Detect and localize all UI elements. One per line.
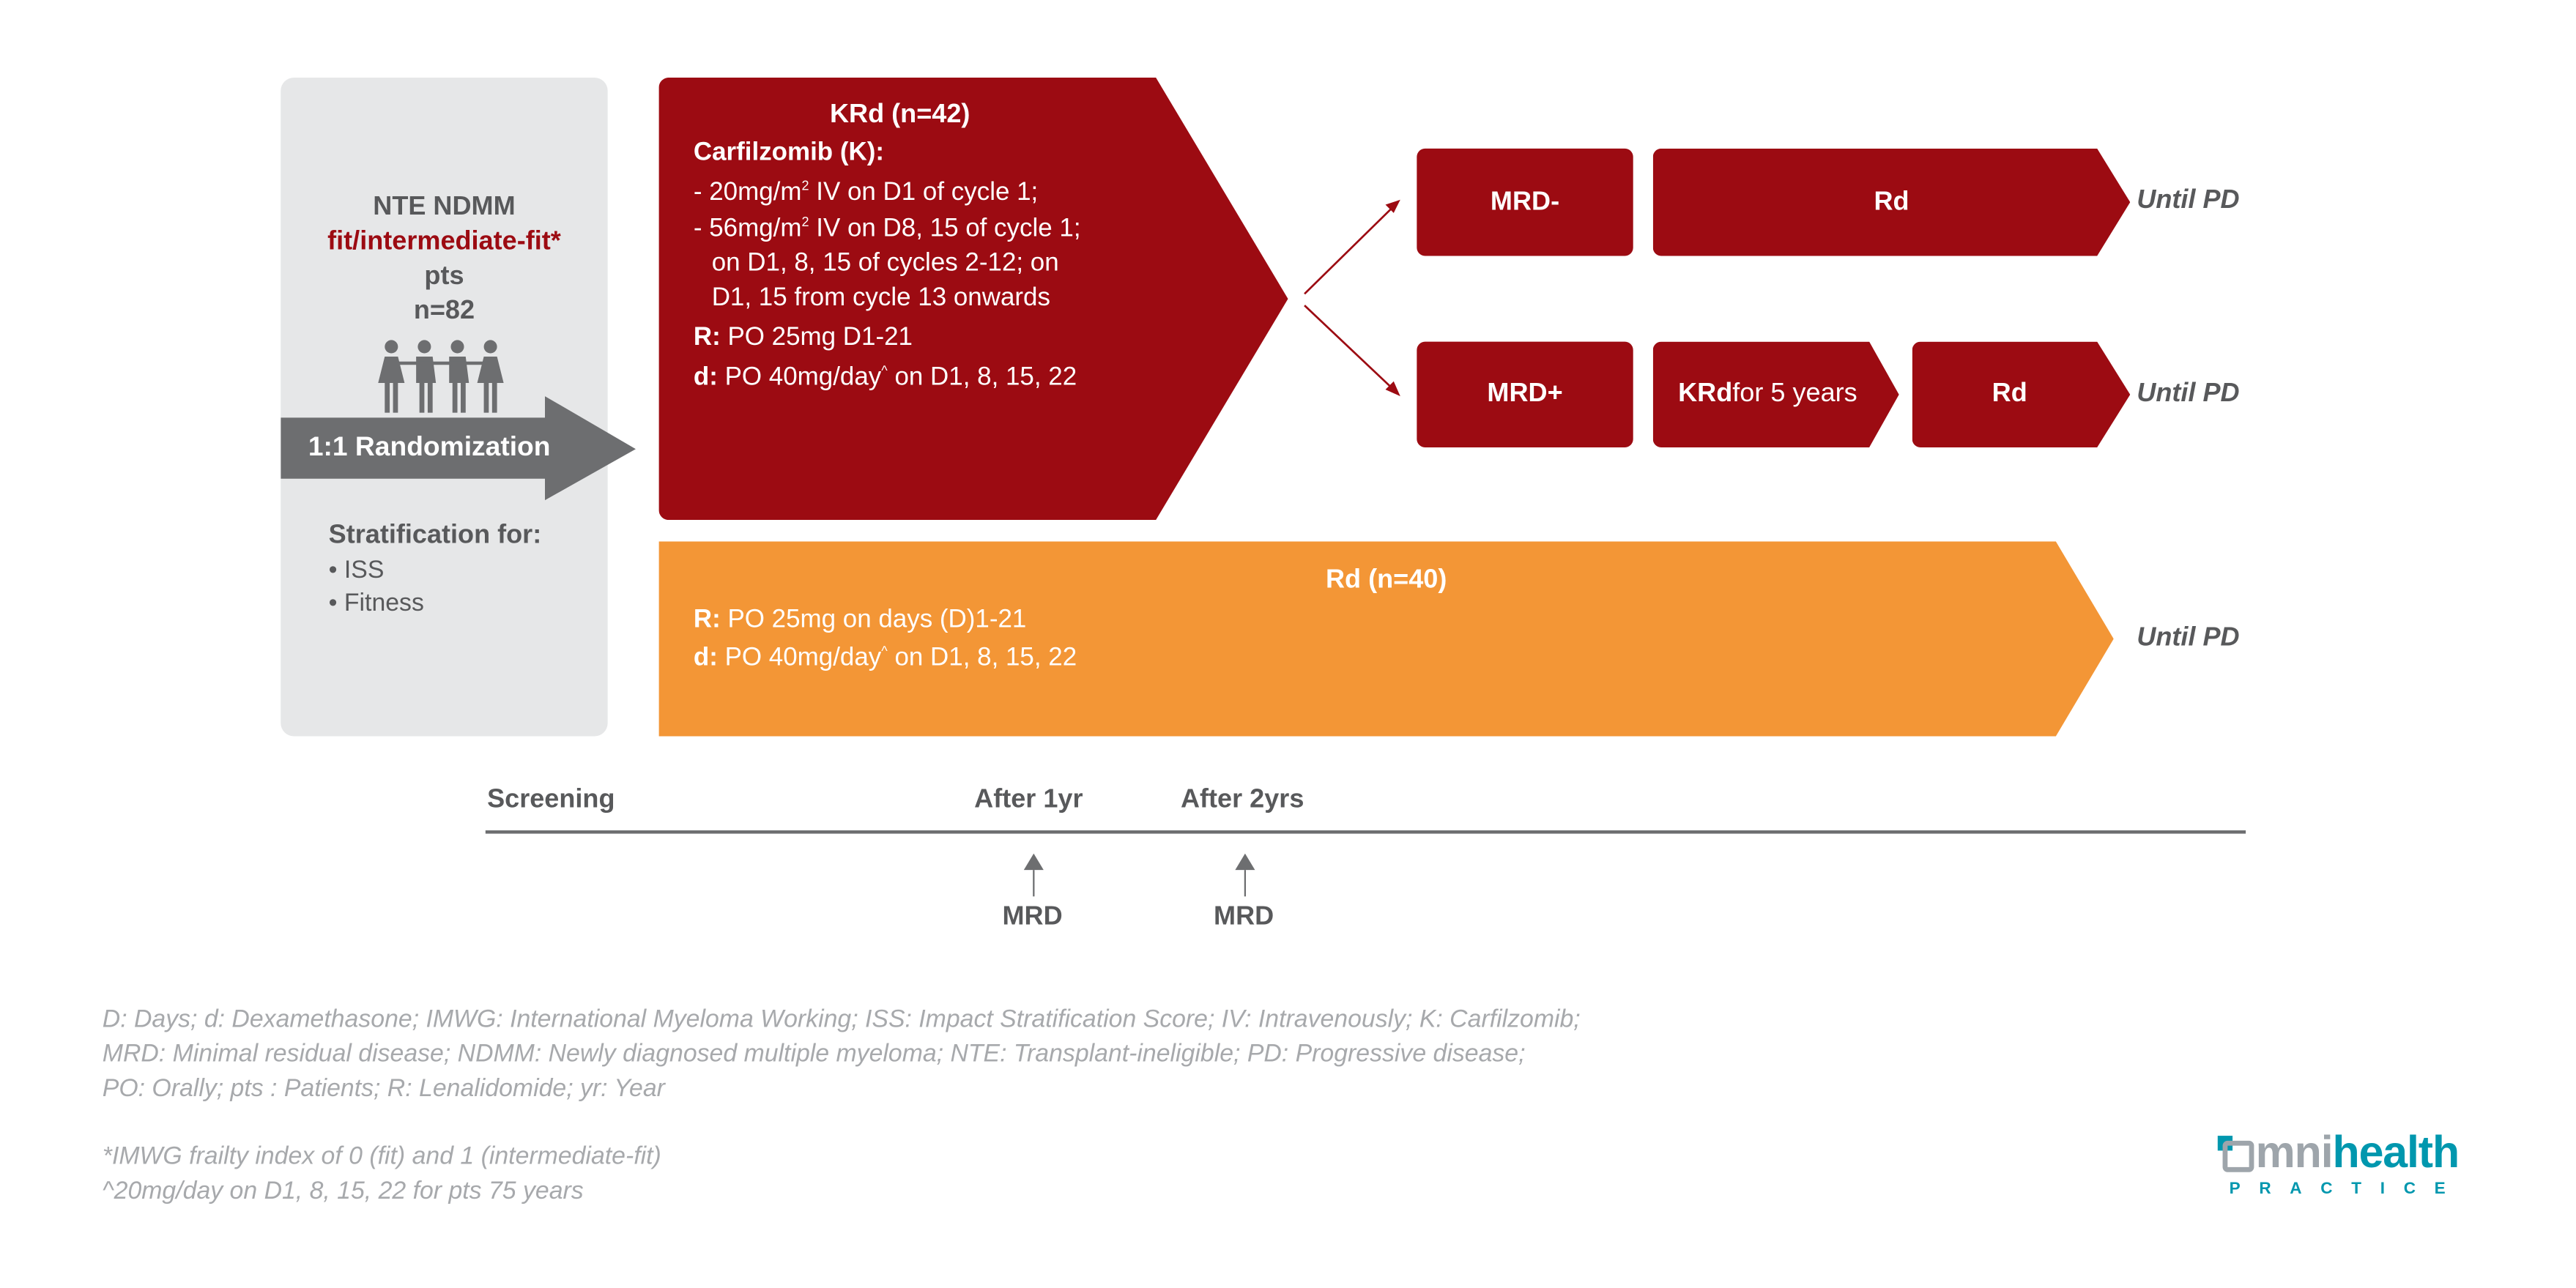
rd-arm-shape (658, 541, 2114, 737)
mrd-branch-arrows (1304, 199, 1400, 397)
stratification-item: • ISS (328, 556, 385, 585)
k-dose-line2: - 56mg/m2 IV on D8, 15 of cycle 1; (693, 215, 1081, 243)
stratification-item: • Fitness (328, 589, 424, 618)
mrd-positive-rd: Rd (1912, 341, 2131, 447)
footnote-abbrev-3: PO: Orally; pts : Patients; R: Lenalidom… (102, 1074, 665, 1103)
timeline-axis (485, 830, 2246, 834)
mrd-timepoint-2: MRD (1214, 903, 1274, 931)
krd-title: KRd (n=42) (829, 100, 970, 129)
mrd-positive-krd: KRd for 5 years (1652, 341, 1899, 447)
footnote-dexamethasone: ^20mg/day on D1, 8, 15, 22 for pts 75 ye… (102, 1177, 584, 1205)
timeline-after-1yr: After 1yr (974, 786, 1083, 814)
mrd-timepoint-1: MRD (1002, 903, 1063, 931)
mrd-positive-box: MRD+ (1417, 341, 1633, 447)
population-line1: NTE NDMM (373, 193, 516, 222)
footnote-abbrev-2: MRD: Minimal residual disease; NDMM: New… (102, 1040, 1526, 1068)
mrd-marker-icon (1023, 853, 1044, 897)
rd-title: Rd (n=40) (1325, 566, 1447, 595)
population-n: n=82 (413, 297, 475, 326)
krd-arm-shape (658, 77, 1288, 521)
k-dose-line1: - 20mg/m2 IV on D1 of cycle 1; (693, 178, 1039, 206)
until-pd-1: Until PD (2137, 186, 2240, 215)
mrd-negative-rd: Rd (1652, 148, 2131, 256)
stratification-title: Stratification for: (328, 521, 542, 550)
until-pd-3: Until PD (2137, 624, 2240, 652)
mrd-negative-box: MRD- (1417, 148, 1633, 256)
footnote-frailty: *IMWG frailty index of 0 (fit) and 1 (in… (102, 1142, 661, 1171)
krd-d-dose: d: PO 40mg/day^ on D1, 8, 15, 22 (693, 362, 1077, 392)
randomization-arrow (281, 396, 636, 501)
until-pd-2: Until PD (2137, 379, 2240, 408)
randomization-label: 1:1 Randomization (308, 432, 551, 463)
footnote-abbrev-1: D: Days; d: Dexamethasone; IMWG: Interna… (102, 1005, 1581, 1034)
k-dose-line4: D1, 15 from cycle 13 onwards (711, 283, 1050, 313)
timeline-screening: Screening (487, 786, 615, 814)
k-dose-line3: on D1, 8, 15 of cycles 2-12; on (711, 249, 1059, 278)
krd-r-dose: R: PO 25mg D1-21 (693, 323, 913, 352)
population-fitness: fit/intermediate-fit* (327, 228, 561, 256)
mrd-marker-icon (1235, 853, 1255, 897)
rd-r-dose: R: PO 25mg on days (D)1-21 (693, 606, 1027, 634)
omnihealth-logo: mnihealth PRACTICE (2217, 1128, 2490, 1207)
carfilzomib-label: Carfilzomib (K): (693, 138, 885, 167)
timeline-after-2yrs: After 2yrs (1180, 786, 1304, 814)
population-pts: pts (424, 262, 464, 291)
people-icon (378, 340, 504, 413)
rd-d-dose: d: PO 40mg/day^ on D1, 8, 15, 22 (693, 644, 1077, 672)
